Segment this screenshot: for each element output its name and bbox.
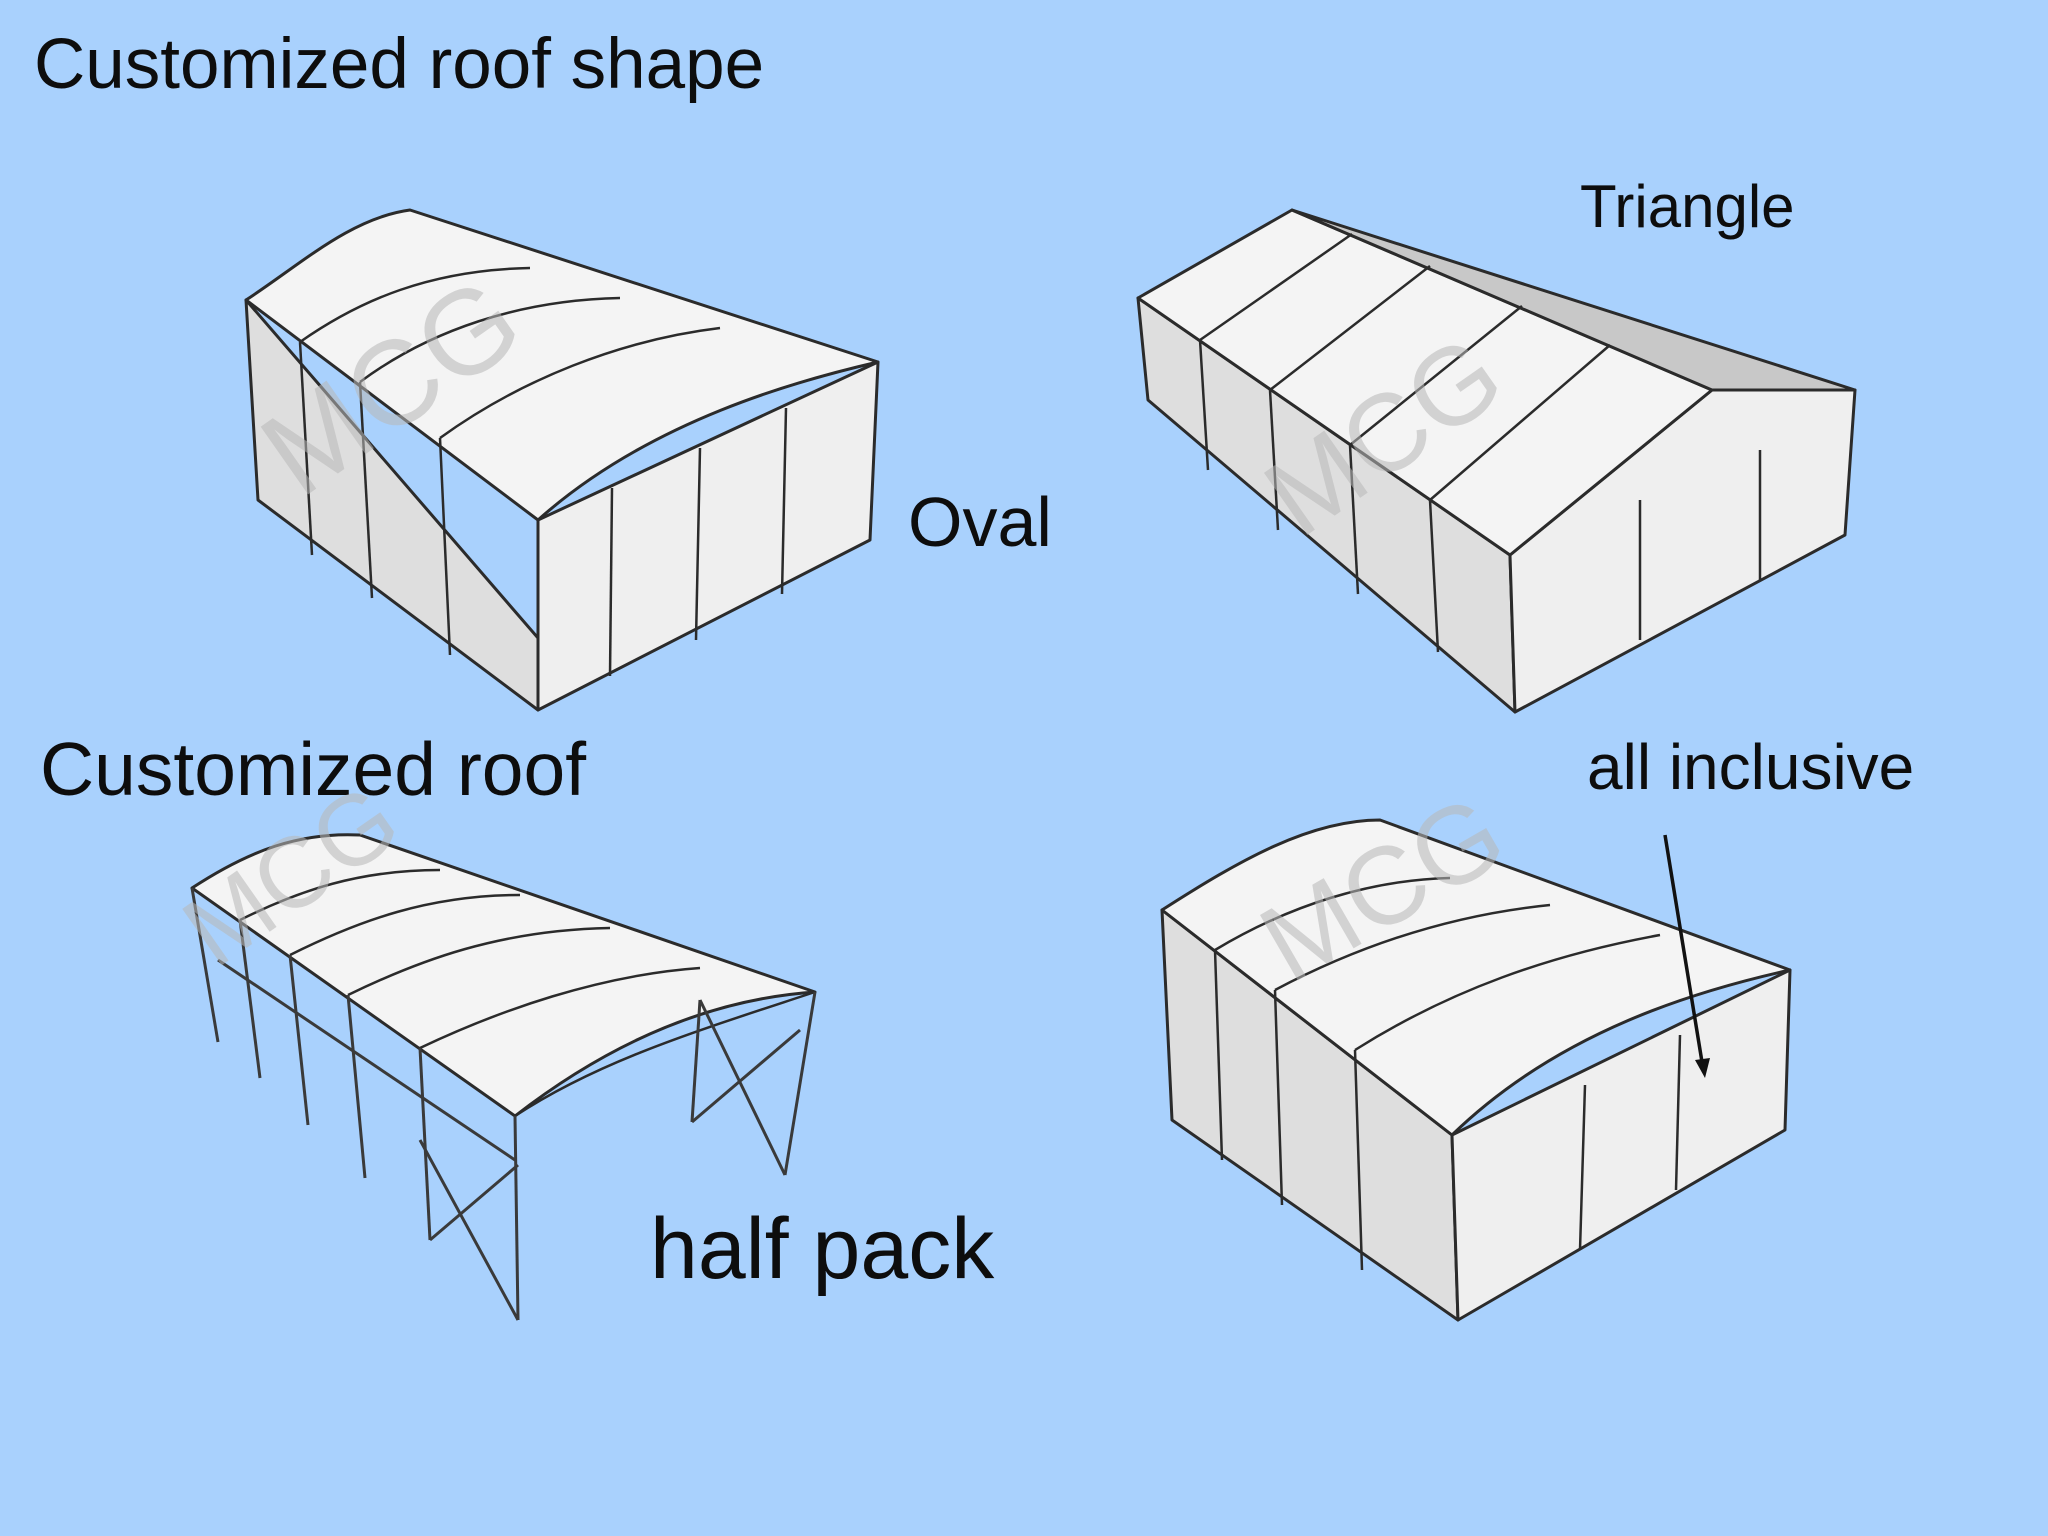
arrow-icon [1663,834,1710,1078]
page-title: Customized roof shape [34,25,765,104]
all-inclusive-label: all inclusive [1587,731,1915,803]
customized-roof-heading: Customized roof [40,727,587,811]
triangle-label: Triangle [1580,173,1795,240]
half-pack-label: half pack [650,1201,995,1297]
oval-label: Oval [908,483,1052,561]
